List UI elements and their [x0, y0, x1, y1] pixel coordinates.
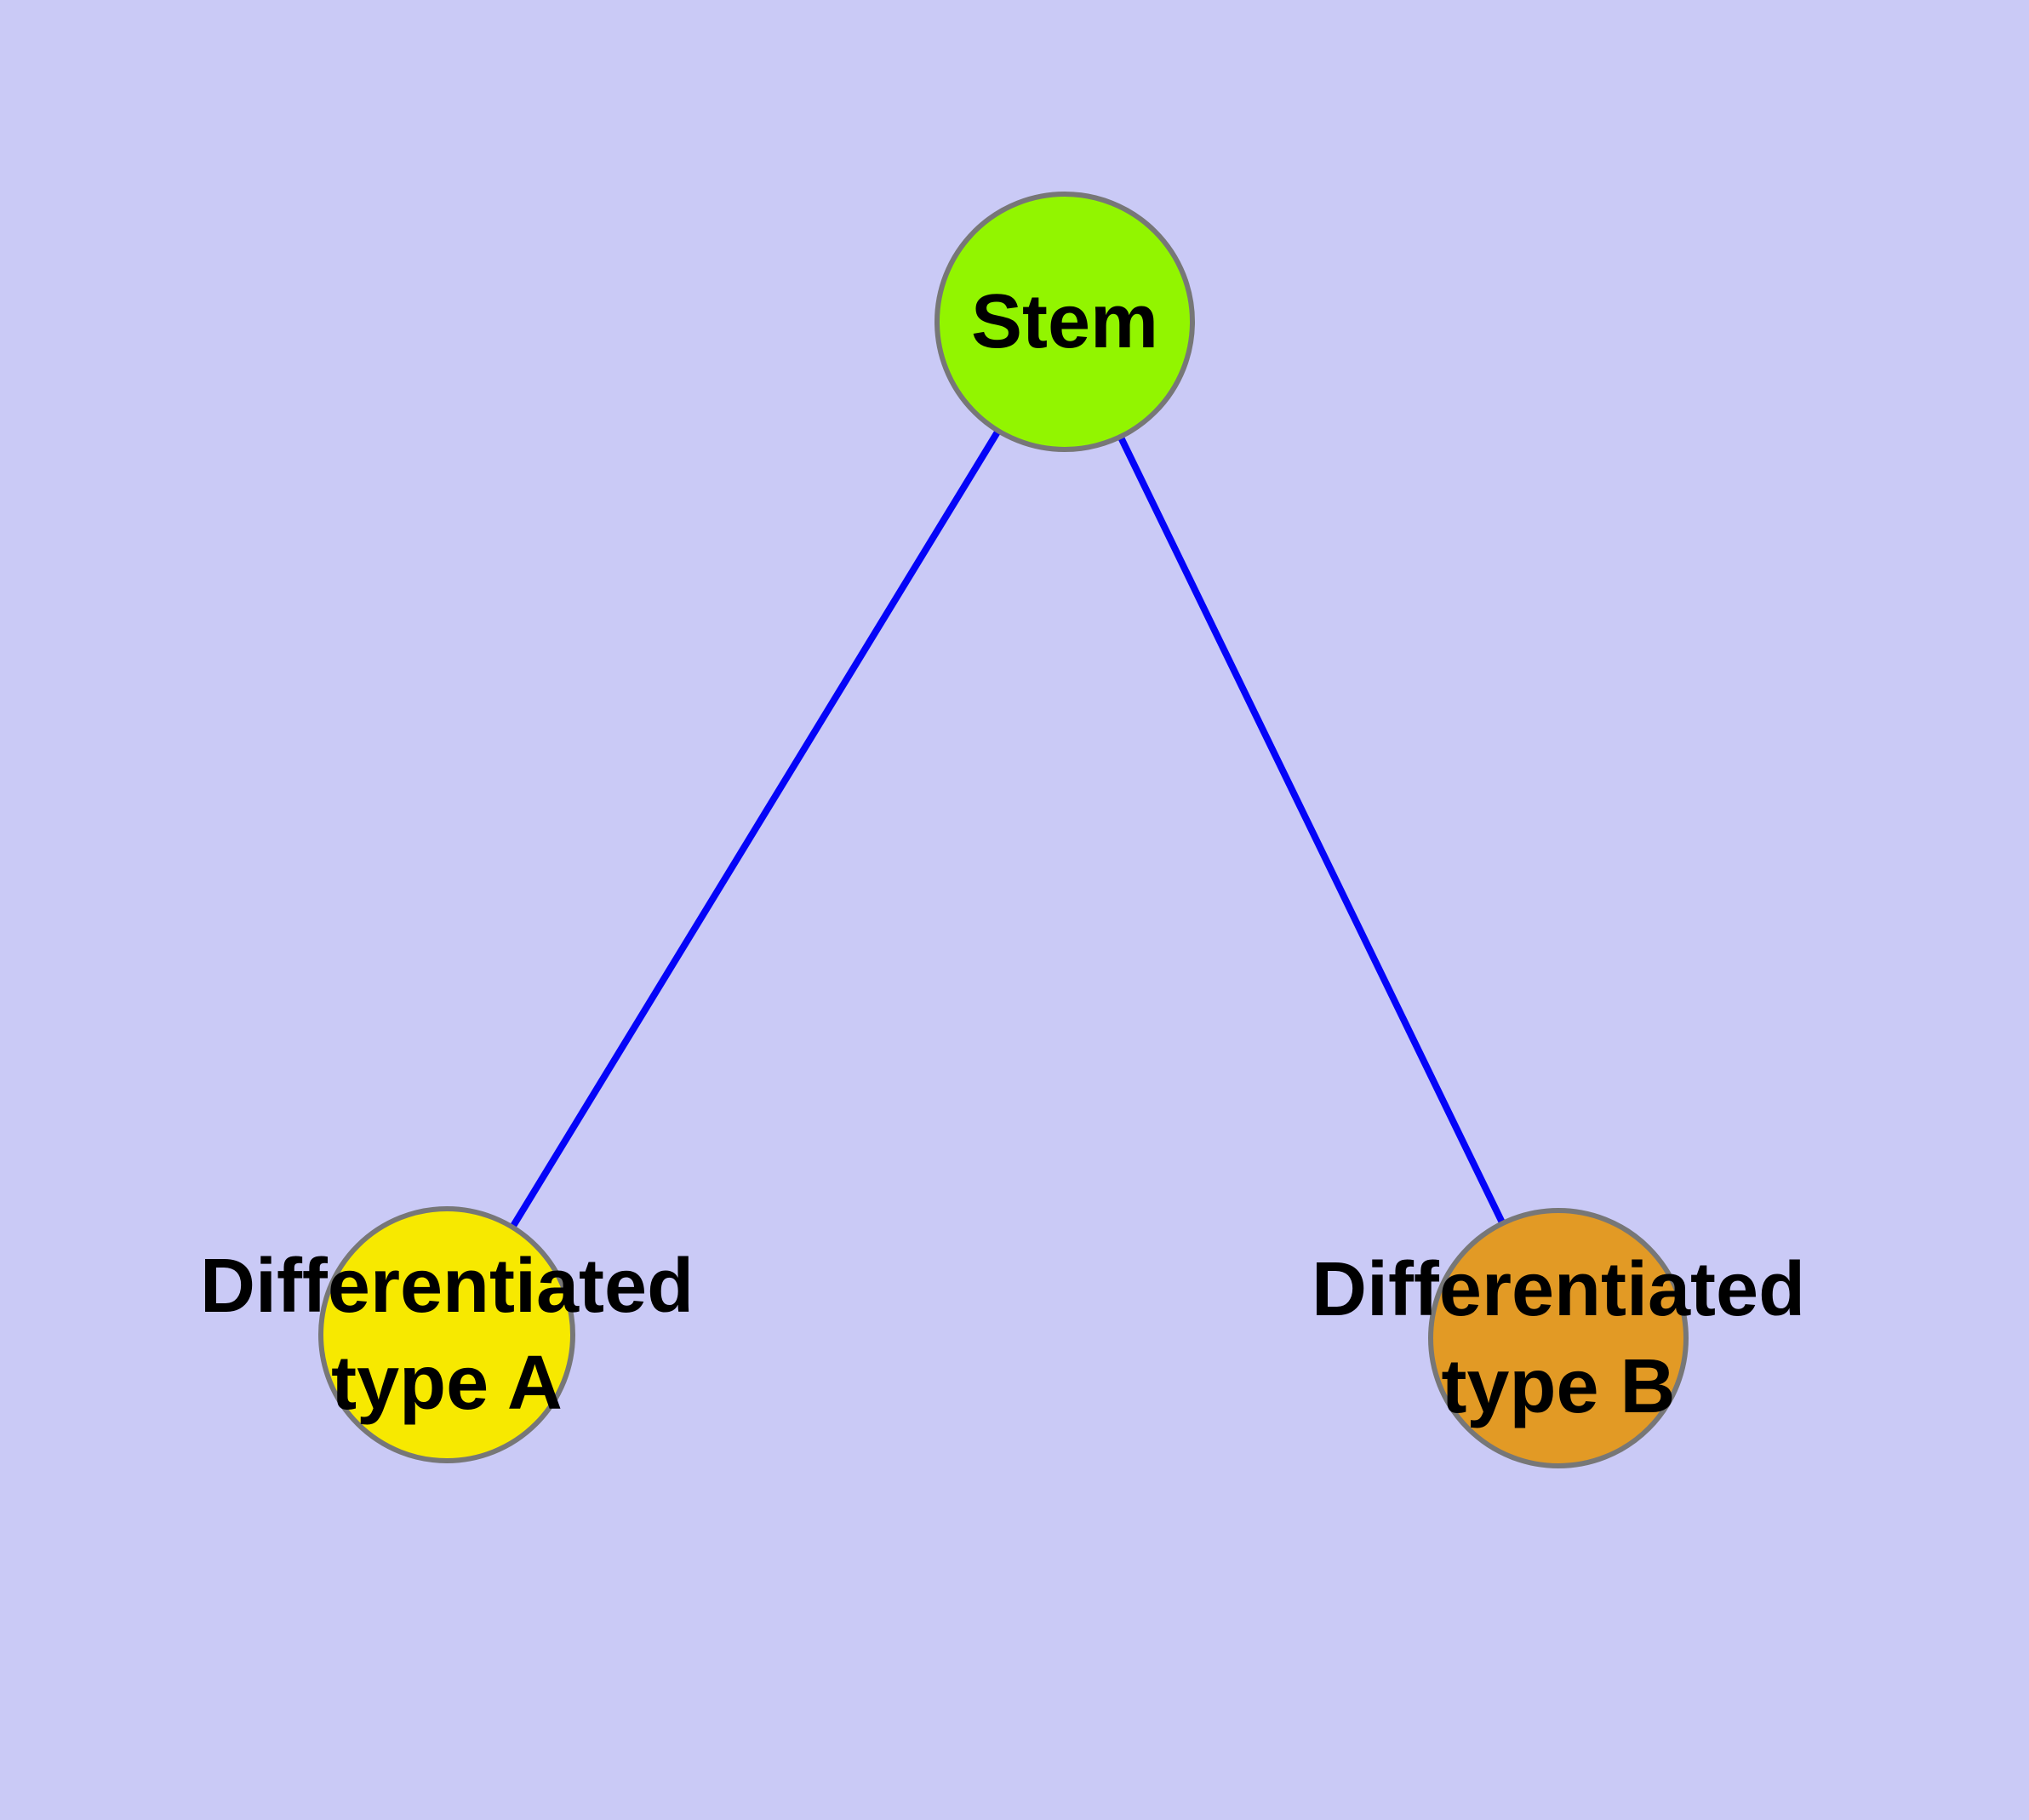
node-differentiated-type-a-circle	[318, 1206, 575, 1463]
node-differentiated-type-b-label-line-2: type B	[1441, 1344, 1676, 1429]
node-differentiated-type-a-label-line-2: type A	[331, 1341, 563, 1426]
node-differentiated-type-a-label: Differentiated type A	[200, 1238, 694, 1432]
edge-stem-to-type-b	[1061, 320, 1562, 1340]
node-stem-label-line-1: Stem	[970, 279, 1159, 364]
edge-stem-to-type-a	[443, 319, 1068, 1337]
node-stem-circle	[934, 192, 1195, 452]
node-stem-label: Stem	[971, 273, 1158, 370]
node-differentiated-type-b-label: Differentiated type B	[1312, 1241, 1805, 1435]
node-differentiated-type-b-circle	[1428, 1208, 1689, 1468]
node-differentiated-type-a-label-line-1: Differentiated	[199, 1244, 694, 1329]
node-differentiated-type-b-label-line-1: Differentiated	[1311, 1247, 1806, 1332]
